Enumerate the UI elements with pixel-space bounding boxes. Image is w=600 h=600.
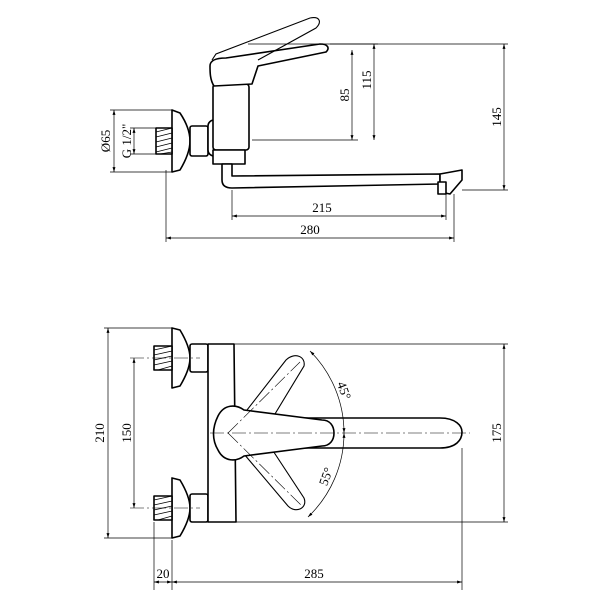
dim-thread: G 1/2": [119, 124, 134, 159]
angle-55: 55°: [316, 465, 336, 487]
side-lever: [209, 43, 329, 87]
top-view: 45° 55° 210 150 175 20 285: [92, 327, 508, 590]
angle-arc-down: [307, 432, 346, 518]
side-lever-ghost: [211, 17, 320, 61]
dim-280: 280: [300, 222, 320, 237]
dim-85: 85: [337, 89, 352, 102]
top-lever-ghost-up: [221, 355, 305, 443]
side-thread: [155, 127, 173, 155]
top-lever-ghost-down: [221, 427, 306, 511]
dim-285: 285: [304, 566, 324, 581]
angle-45: 45°: [334, 379, 354, 401]
angle-arc-up: [309, 350, 346, 434]
dim-20: 20: [157, 566, 170, 581]
side-view: 85 115 145 215 280 Ø65 G 1/2": [98, 17, 508, 242]
side-collar: [212, 149, 246, 165]
side-flange: [171, 109, 191, 173]
dim-115: 115: [359, 70, 374, 89]
side-connector: [189, 125, 209, 157]
dim-215: 215: [312, 200, 332, 215]
side-cartridge: [212, 83, 250, 151]
dim-210: 210: [92, 423, 107, 443]
dim-175: 175: [489, 423, 504, 443]
side-spout: [221, 163, 441, 189]
dim-145: 145: [489, 107, 504, 127]
dim-150: 150: [119, 423, 134, 443]
dim-diameter-65: Ø65: [98, 130, 113, 152]
